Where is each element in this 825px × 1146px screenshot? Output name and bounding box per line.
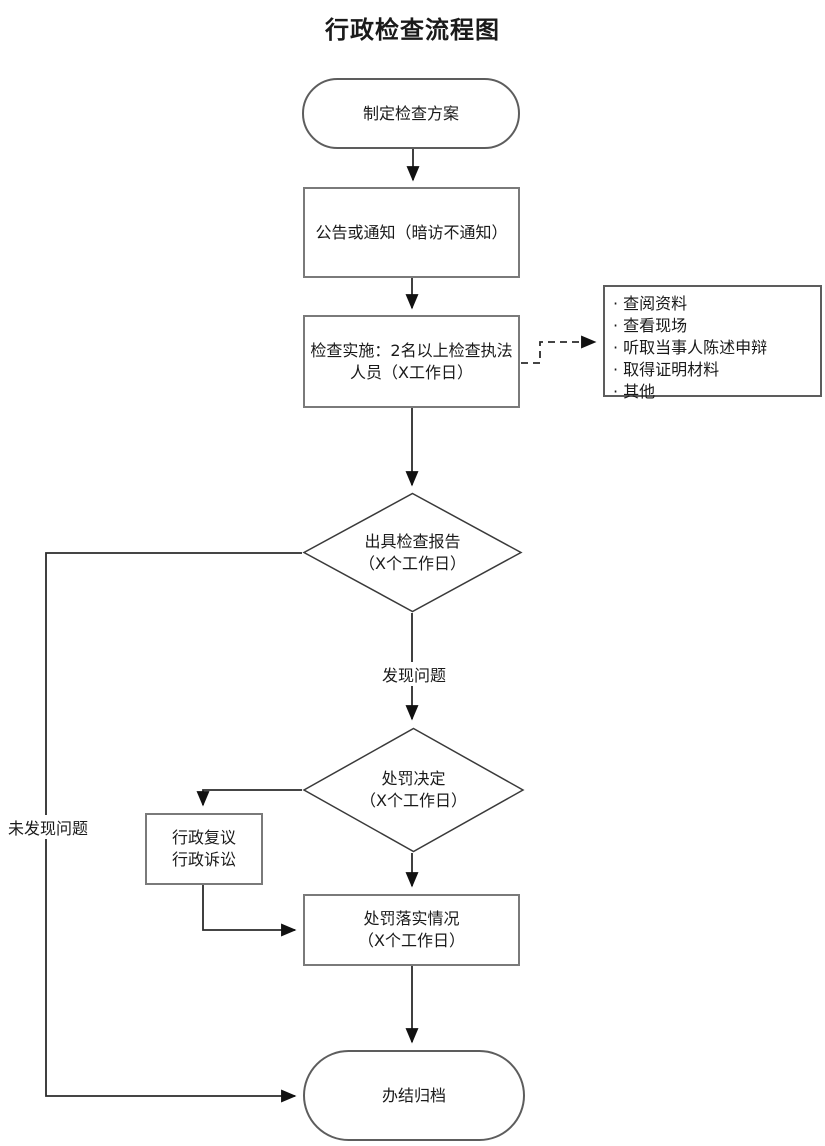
node-implement-label-line2: 人员（X工作日）	[350, 362, 473, 382]
methods-item: · 查阅资料	[613, 294, 688, 313]
node-notice-label: 公告或通知（暗访不通知）	[315, 222, 508, 242]
node-start-label: 制定检查方案	[362, 103, 459, 123]
page-title: 行政检查流程图	[325, 15, 500, 44]
node-follow-up-box: 处罚落实情况 （X个工作日）	[303, 894, 520, 966]
node-implement-label-line1: 检查实施：2名以上检查执法	[310, 340, 513, 360]
node-report-label-line1: 出具检查报告	[364, 531, 461, 551]
node-end-terminator: 办结归档	[303, 1050, 525, 1141]
node-review-label-line2: 行政诉讼	[171, 850, 236, 869]
connector-decision-to-review	[196, 789, 302, 807]
node-start-terminator: 制定检查方案	[302, 78, 520, 149]
node-decision-label-line2: （X个工作日）	[360, 791, 467, 810]
node-follow-up-label-line2: （X个工作日）	[358, 931, 465, 950]
node-follow-up-label-line1: 处罚落实情况	[363, 909, 460, 928]
edge-label-no-problem: 未发现问题	[6, 815, 91, 839]
connector-review-to-follow-up	[202, 885, 297, 937]
node-review-label-line1: 行政复议	[171, 828, 236, 847]
node-implement-box: 检查实施：2名以上检查执法 人员（X工作日）	[303, 315, 520, 408]
node-end-label: 办结归档	[381, 1085, 446, 1105]
node-methods-box: · 查阅资料 · 查看现场 · 听取当事人陈述申辩 · 取得证明材料 · 其他	[603, 285, 822, 401]
methods-item: · 取得证明材料	[613, 360, 720, 379]
methods-item: · 听取当事人陈述申辩	[613, 338, 768, 357]
methods-item: · 查看现场	[613, 316, 688, 335]
edge-label-found-problem: 发现问题	[380, 662, 449, 686]
node-report-label-line2: （X个工作日）	[359, 553, 466, 573]
node-notice-box: 公告或通知（暗访不通知）	[303, 187, 520, 278]
methods-item: · 其他	[613, 382, 656, 401]
node-report-diamond: 出具检查报告 （X个工作日）	[302, 492, 523, 613]
node-decision-diamond: 处罚决定 （X个工作日）	[302, 727, 525, 853]
report-diamond-shape	[302, 492, 523, 613]
connector-implement-to-methods-dashed	[521, 335, 597, 364]
node-decision-label-line1: 处罚决定	[381, 769, 446, 788]
node-review-box: 行政复议 行政诉讼	[145, 813, 263, 885]
decision-diamond-shape	[302, 727, 525, 853]
